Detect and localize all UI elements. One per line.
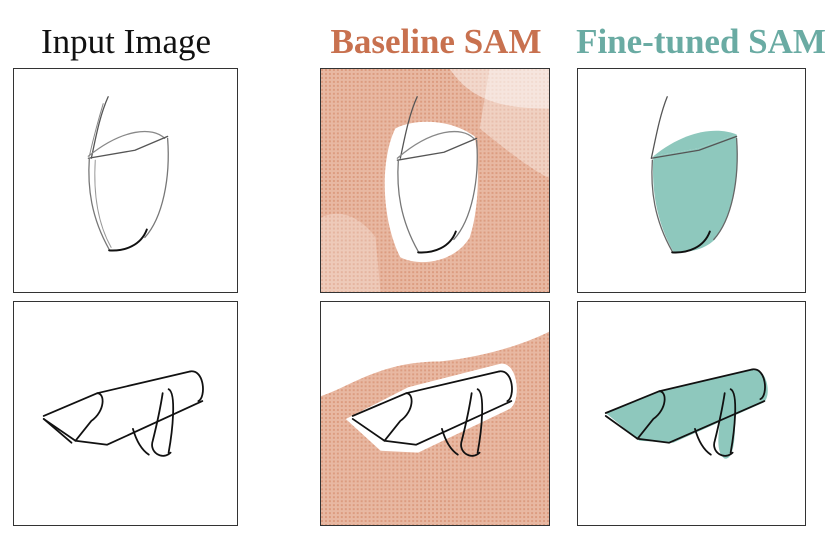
- shield-sketch: [87, 96, 169, 252]
- baseline-sam-shield: [320, 68, 550, 293]
- finetuned-mask-cylinder: [604, 368, 768, 459]
- input-image-cylinder: [13, 301, 238, 526]
- baseline-mask-shield: [321, 69, 549, 292]
- baseline-sam-cylinder: [320, 301, 550, 526]
- finetuned-mask-shield: [650, 96, 738, 254]
- column-title-input: Input Image: [40, 22, 212, 61]
- column-title-finetuned: Fine-tuned SAM: [576, 22, 826, 61]
- input-image-shield: [13, 68, 238, 293]
- baseline-mask-cylinder: [321, 331, 549, 525]
- column-title-baseline: Baseline SAM: [330, 22, 542, 61]
- finetuned-sam-shield: [577, 68, 806, 293]
- cylinder-sketch: [42, 370, 204, 457]
- finetuned-sam-cylinder: [577, 301, 806, 526]
